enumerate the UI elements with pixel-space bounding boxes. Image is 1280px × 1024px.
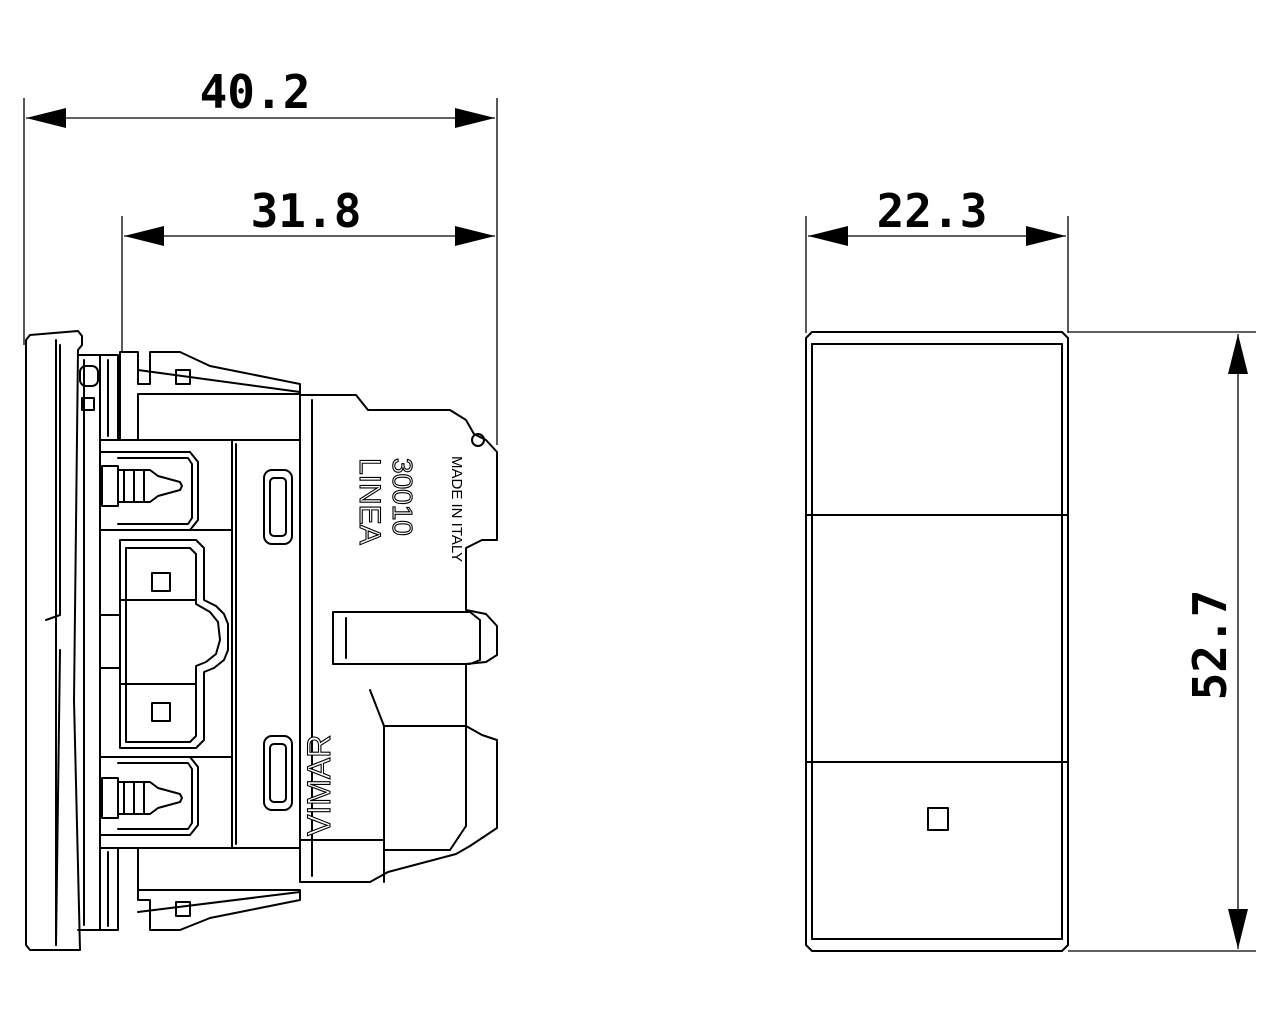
dimension-body-depth: 31.8 — [121, 184, 495, 352]
dimension-front-width: 22.3 — [805, 184, 1069, 333]
front-view — [805, 331, 1069, 952]
dimension-label-front-height: 52.7 — [1183, 590, 1237, 701]
dimension-label-front-width: 22.3 — [877, 184, 988, 238]
marking-series: LINEA — [353, 458, 386, 545]
marking-origin: MADE IN ITALY — [448, 456, 465, 562]
marking-brand: VIMAR — [301, 735, 337, 836]
indicator-window — [927, 807, 949, 831]
dimension-overall-depth: 40.2 — [23, 65, 498, 445]
dimension-label-body-depth: 31.8 — [251, 184, 362, 238]
marking-code: 30010 — [387, 458, 418, 536]
dimension-front-height: 52.7 — [1068, 331, 1256, 952]
dimension-label-overall-depth: 40.2 — [200, 65, 311, 119]
side-view: LINEA 30010 MADE IN ITALY VIMAR — [25, 330, 498, 951]
